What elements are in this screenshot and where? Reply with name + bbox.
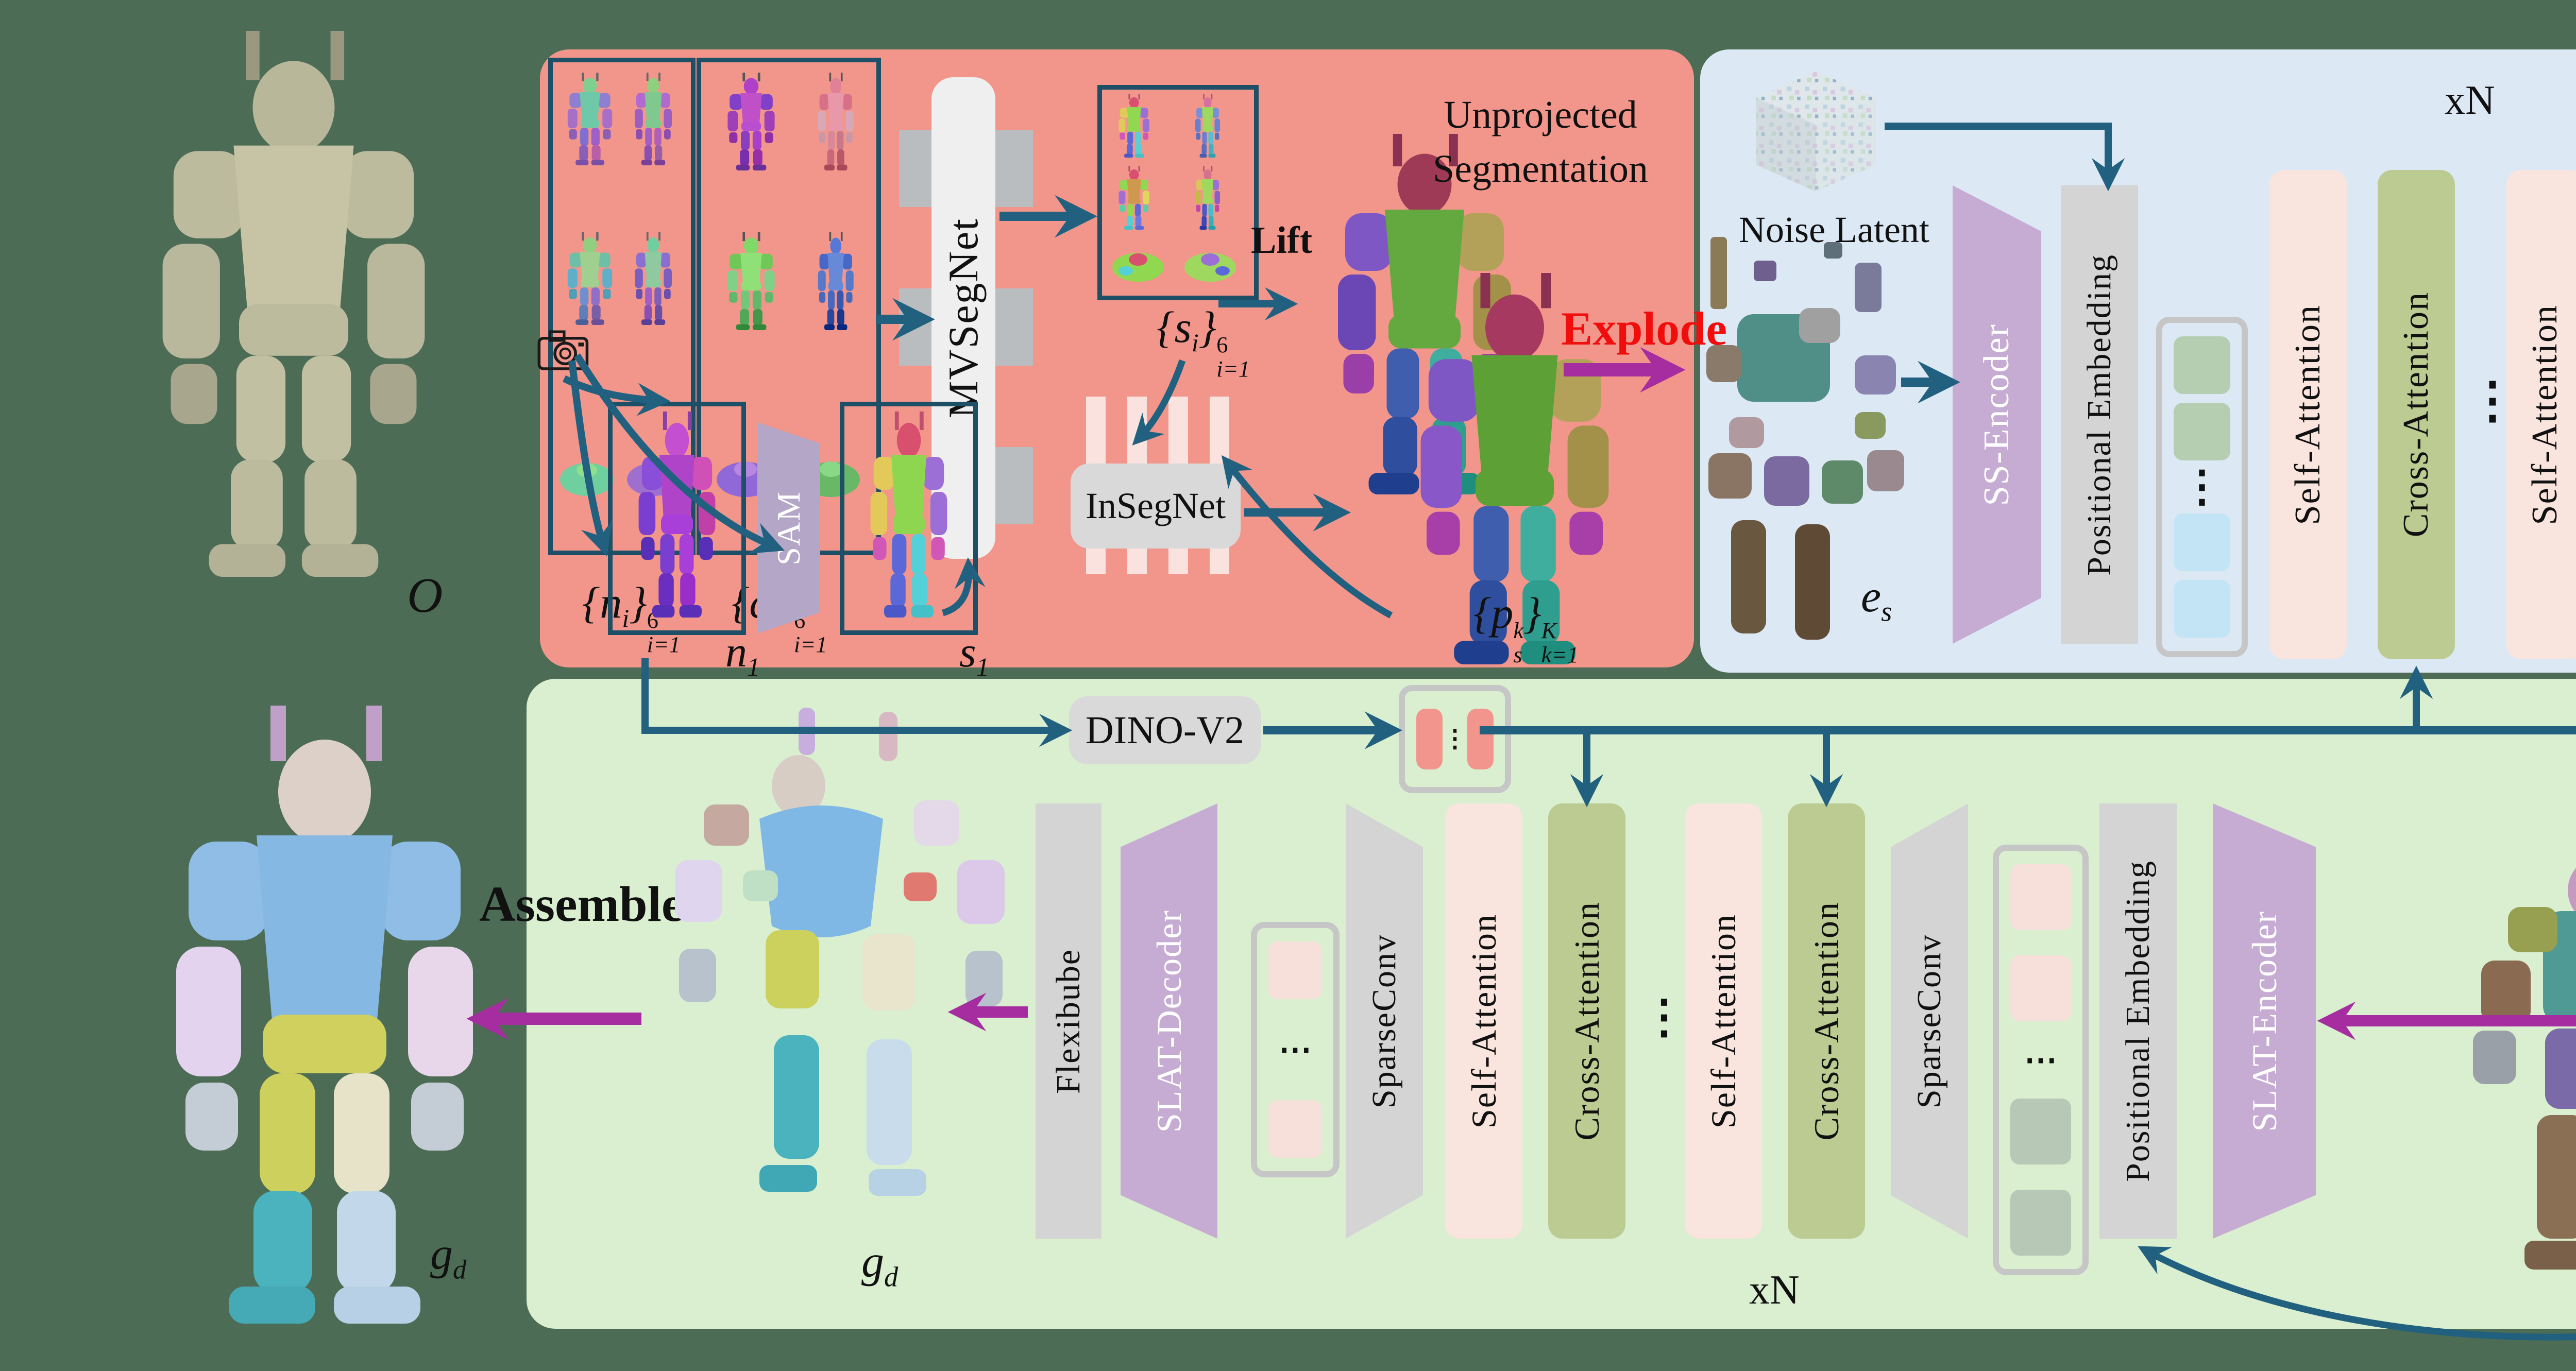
n1-panel <box>608 402 746 635</box>
token-ellipsis: ⋯ <box>2024 1041 2057 1078</box>
token-pink <box>1268 1100 1322 1158</box>
gd-inside-label: gd <box>861 1237 899 1293</box>
token-pink <box>2010 955 2071 1022</box>
es-label: es <box>1861 572 1892 627</box>
token-pink <box>1268 941 1322 999</box>
token-salmon <box>1416 709 1443 769</box>
self-attention-block: Self-Attention <box>1445 803 1522 1239</box>
dino-token-box: ⋮ <box>1399 685 1511 793</box>
token-column-slat: ⋯ <box>1993 845 2089 1275</box>
s1-panel <box>840 402 978 635</box>
object-label: O <box>407 568 443 623</box>
token-blue <box>2174 580 2230 638</box>
assemble-label: Assemble <box>479 877 684 932</box>
multiview-seg-panel <box>1097 85 1259 300</box>
unprojected-label-line1: Unprojected <box>1444 93 1637 136</box>
camera-icon <box>537 330 589 370</box>
gd-exploded-parts <box>675 708 1005 1196</box>
xn-label-struct: xN <box>2445 78 2495 123</box>
noise-latent-cube <box>1756 71 1876 192</box>
self-attention-block: Self-Attention <box>2506 170 2576 659</box>
lift-label: Lift <box>1251 219 1313 262</box>
xn-label-slat: xN <box>1749 1267 1800 1313</box>
token-sage <box>2010 1190 2071 1256</box>
token-sage <box>2010 1098 2071 1164</box>
token-salmon <box>1467 709 1494 769</box>
sparseconv-block: SparseConv <box>1346 803 1423 1239</box>
explode-label: Explode <box>1561 302 1727 355</box>
cross-attention-block: Cross-Attention <box>2378 170 2455 659</box>
n1-label: n1 <box>725 628 760 681</box>
gd-outside-label: gd <box>430 1229 467 1285</box>
self-attention-block: Self-Attention <box>1685 803 1762 1239</box>
stack-ellipsis: ⋮ <box>1641 992 1687 1043</box>
token-ellipsis: ⋯ <box>1279 1031 1312 1068</box>
dino-block: DINO-V2 <box>1069 696 1261 764</box>
es-voxel-parts <box>1706 237 1904 640</box>
unprojected-label-line2: Segmentation <box>1433 147 1648 191</box>
token-green <box>2174 336 2230 394</box>
slat-encoder-block: SLAT-Encoder <box>2213 803 2316 1239</box>
flexibube-block: Flexibube <box>1036 803 1101 1239</box>
dino-label: DINO-V2 <box>1085 708 1245 752</box>
self-attention-block: Self-Attention <box>2269 170 2347 659</box>
insegnet-block: InSegNet <box>1071 464 1241 549</box>
gc-voxel-robot <box>2473 868 2576 1270</box>
token-ellipsis: ⋮ <box>1443 725 1467 752</box>
pos-embed-block-top: Positional Embedding <box>2061 185 2138 644</box>
slat-decoder-block: SLAT-Decoder <box>1121 803 1217 1239</box>
token-pink <box>2010 864 2071 930</box>
pos-embed-block-bottom: Positional Embedding <box>2099 803 2177 1239</box>
top-view-blobs <box>1112 253 1236 282</box>
token-blue <box>2174 513 2230 571</box>
insegnet-label: InSegNet <box>1086 485 1226 526</box>
token-column-small-slat: ⋯ <box>1251 922 1340 1177</box>
token-column-struct: ⋮ <box>2156 317 2248 657</box>
cross-attention-block: Cross-Attention <box>1548 803 1625 1239</box>
sparseconv-block: SparseConv <box>1891 803 1968 1239</box>
token-ellipsis: ⋮ <box>2180 462 2224 511</box>
s1-label: s1 <box>959 628 989 681</box>
cross-attention-block: Cross-Attention <box>1788 803 1865 1239</box>
ss-encoder-block: SS-Encoder <box>1953 185 2041 644</box>
token-green <box>2174 403 2230 461</box>
